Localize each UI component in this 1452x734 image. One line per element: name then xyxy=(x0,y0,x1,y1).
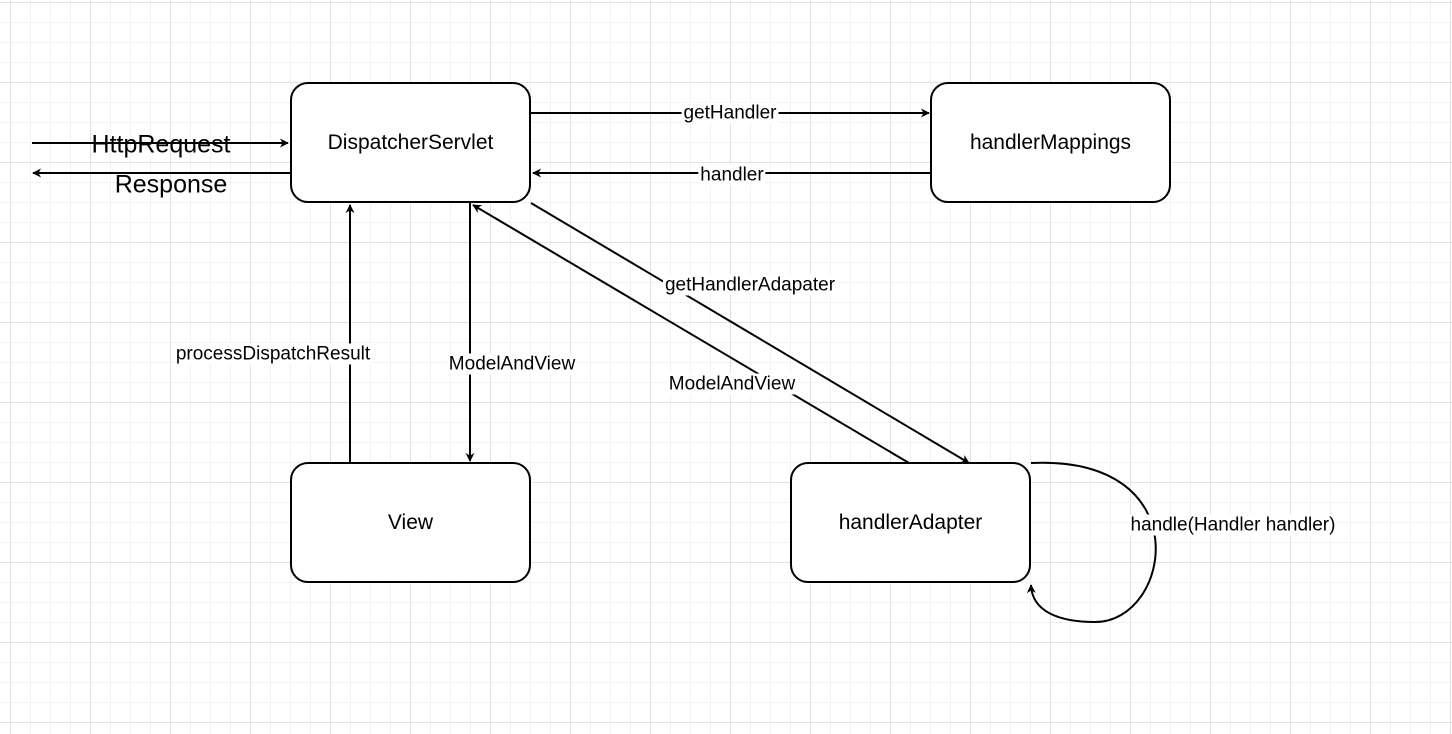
response-label: Response xyxy=(114,170,228,199)
view-node[interactable]: View xyxy=(290,462,531,583)
dispatcher-servlet-label: DispatcherServlet xyxy=(327,130,494,154)
handler-adapter-node[interactable]: handlerAdapter xyxy=(790,462,1031,583)
handler-mappings-node[interactable]: handlerMappings xyxy=(930,82,1171,203)
dispatcher-servlet-node[interactable]: DispatcherServlet xyxy=(290,82,531,203)
handle-label: handle(Handler handler) xyxy=(1128,514,1338,536)
view-label: View xyxy=(387,510,434,534)
model-and-view-adapter-label: ModelAndView xyxy=(666,373,798,395)
process-dispatch-result-label: processDispatchResult xyxy=(173,343,373,365)
model-and-view-return-arrow xyxy=(472,204,910,464)
get-handler-adapter-label: getHandlerAdapater xyxy=(662,274,838,296)
model-and-view-view-label: ModelAndView xyxy=(446,353,578,375)
handle-self-loop-arrow xyxy=(1026,461,1157,624)
handler-mappings-label: handlerMappings xyxy=(969,130,1132,154)
get-handler-adapter-arrow xyxy=(530,202,970,464)
http-request-label: HttpRequest xyxy=(91,130,231,159)
get-handler-label: getHandler xyxy=(681,102,779,124)
handler-adapter-label: handlerAdapter xyxy=(838,510,983,534)
handler-label: handler xyxy=(698,164,766,186)
